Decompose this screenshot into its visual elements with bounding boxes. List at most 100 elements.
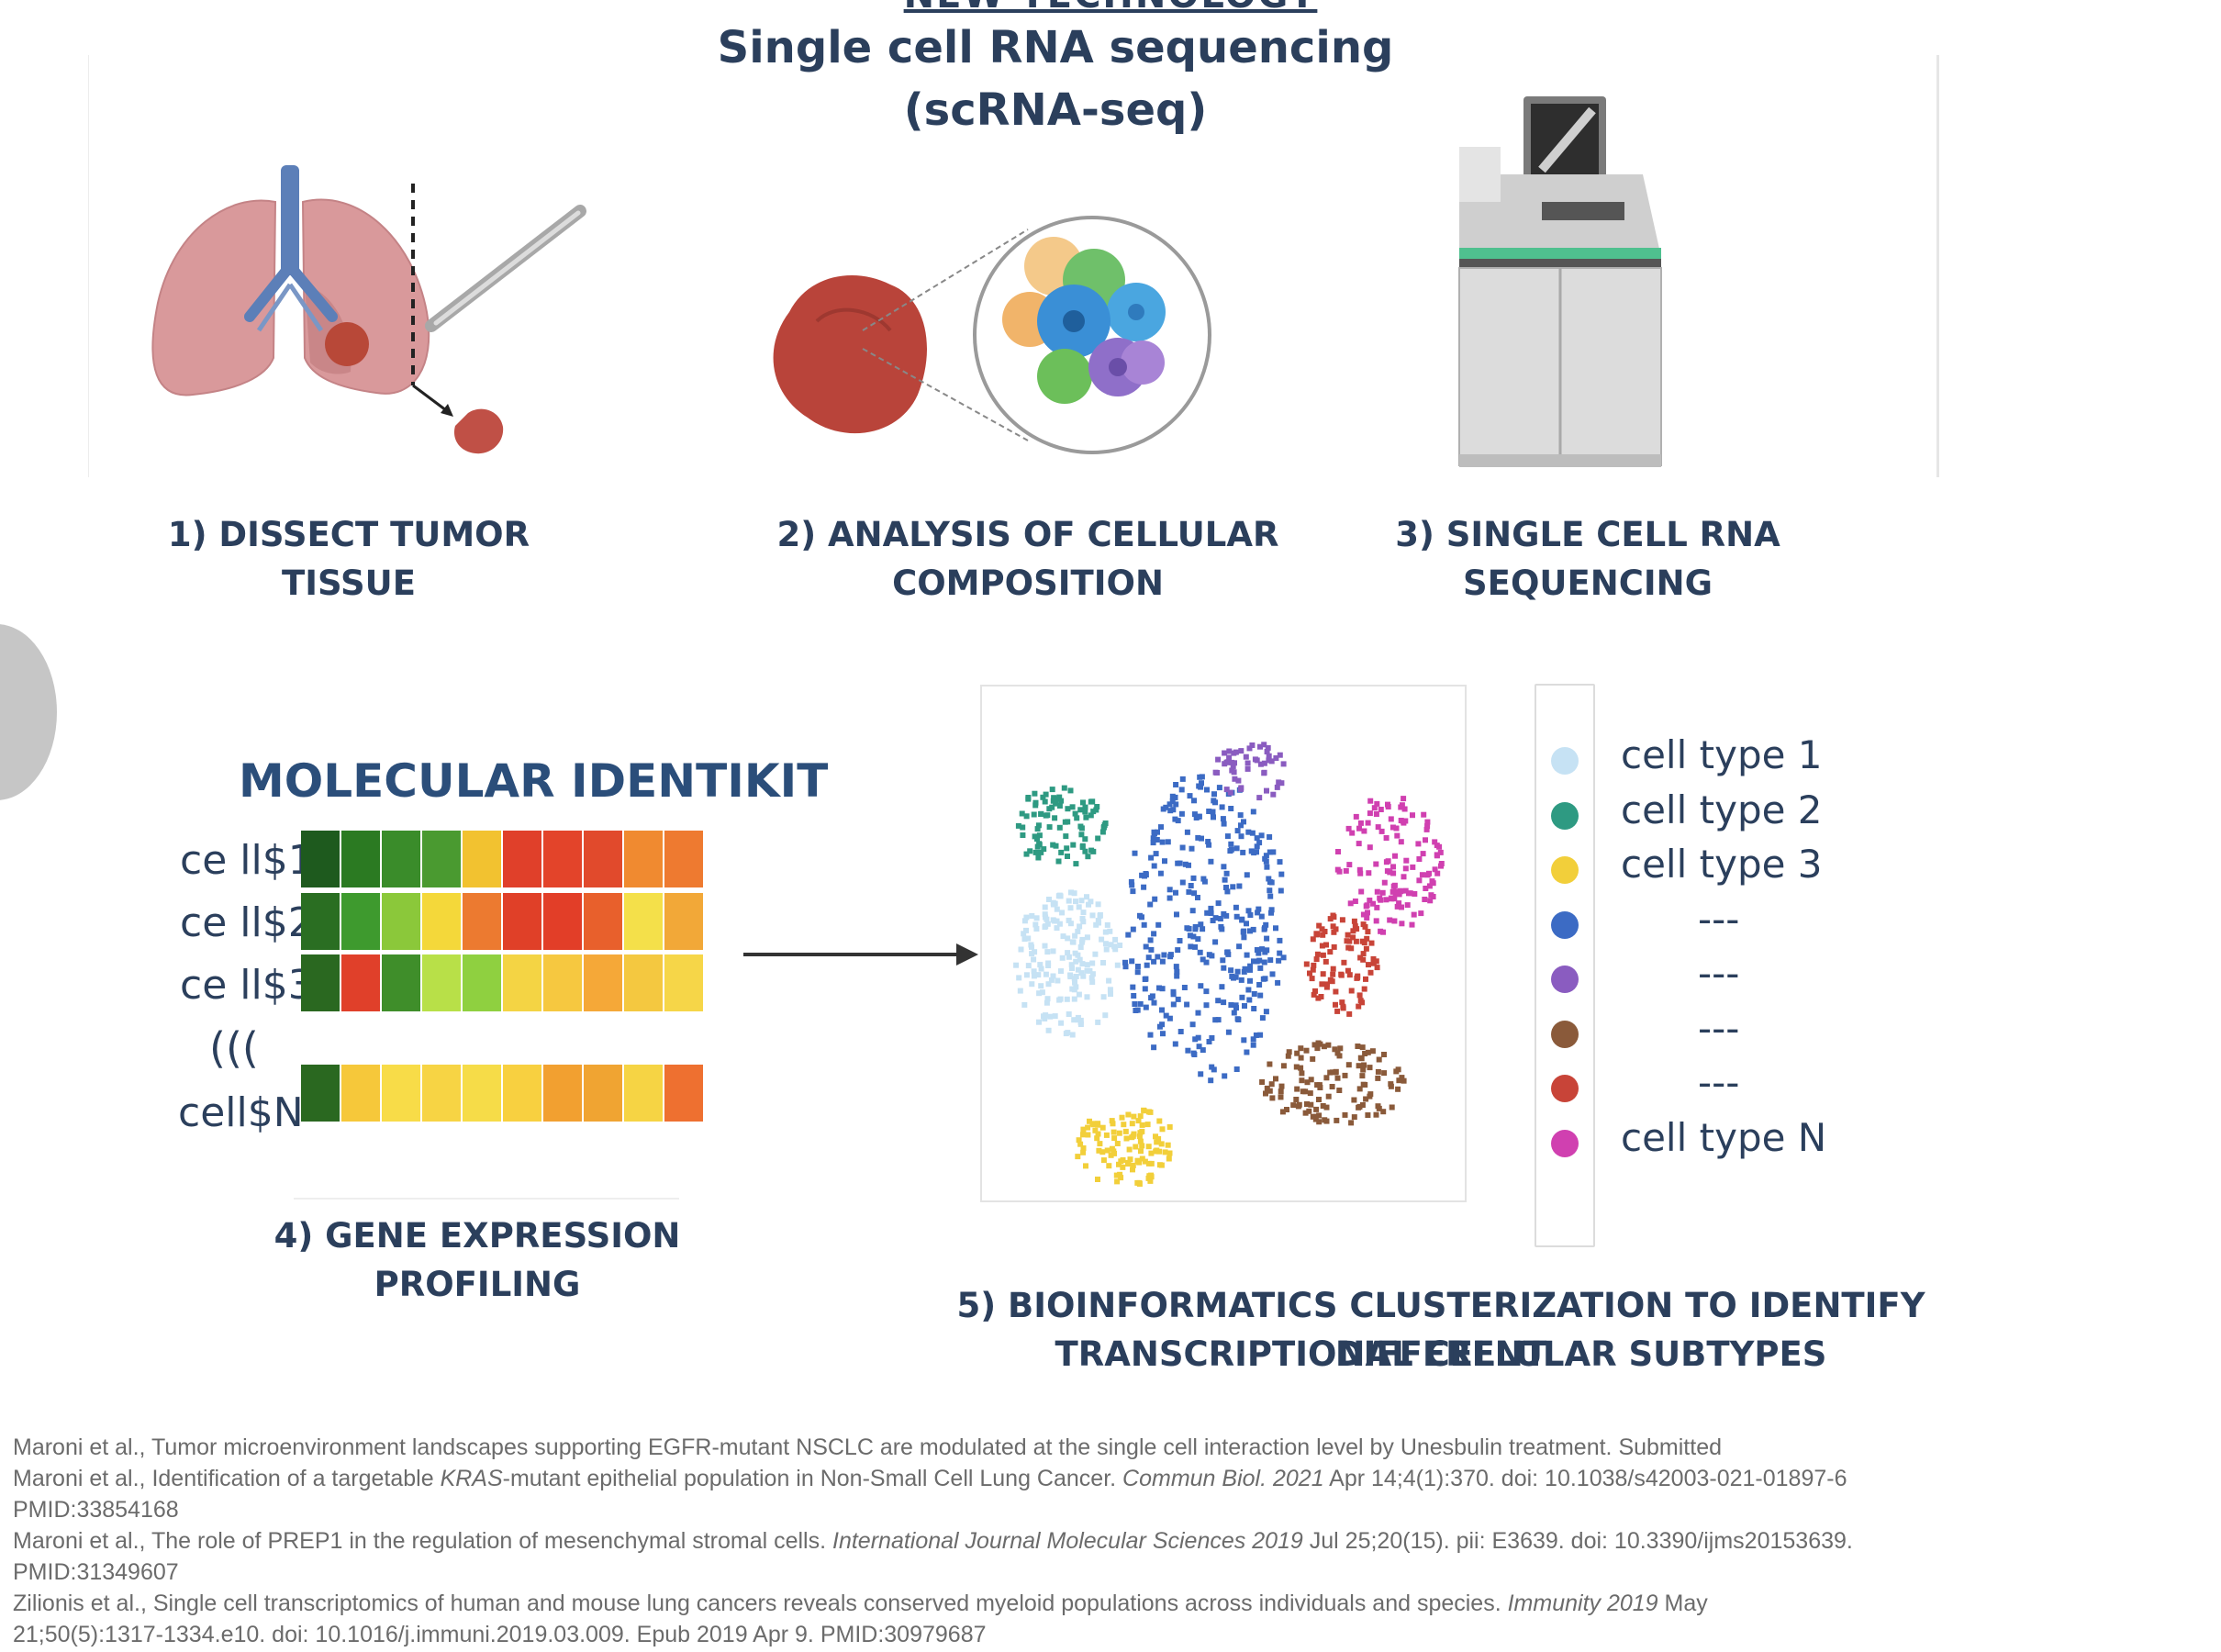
cluster-point [1359,999,1365,1006]
cluster-point [1438,861,1445,866]
cluster-point [1131,993,1137,999]
cluster-point [1066,954,1072,960]
cluster-point [1278,1088,1284,1095]
cluster-point [1097,912,1103,918]
cluster-point [1068,889,1074,896]
cluster-point [1320,971,1326,977]
cluster-point [1050,899,1056,906]
cluster-point [1401,1077,1407,1084]
cluster-point [1240,929,1246,935]
cluster-point [1148,1150,1155,1156]
cluster-point [1085,1124,1091,1131]
cluster-point [1191,890,1198,897]
cluster-point [1159,1007,1165,1013]
cluster-point [1223,787,1230,793]
cluster-point [1348,988,1355,994]
cluster-point [1033,915,1040,921]
heatmap-cell [341,893,380,950]
cluster-point [1402,818,1409,824]
step2-label-line1: 2) ANALYSIS OF CELLULAR [776,515,1279,554]
cluster-point [1300,1088,1306,1095]
cluster-point [1186,888,1192,895]
heatmap-cell [624,1065,663,1122]
cluster-point [1228,967,1234,974]
cluster-point [1208,1077,1214,1084]
cluster-point [1065,854,1070,859]
cluster-point [1145,1144,1152,1150]
cluster-point [1109,1118,1115,1124]
cluster-point [1025,935,1032,942]
cluster-point [1071,890,1077,897]
cluster-point [1231,750,1237,756]
cluster-point [1266,753,1272,759]
cluster-point [1172,1041,1178,1047]
cluster-point [1247,963,1254,969]
cluster-point [1325,1093,1332,1099]
cluster-point [1250,809,1256,815]
cluster-point [1267,879,1273,885]
cluster-point [1166,1015,1173,1021]
cluster-point [1169,798,1176,804]
cluster-point [1154,837,1160,843]
cluster-point [1254,947,1260,953]
cluster-point [1040,794,1046,800]
cluster-point [1184,925,1190,932]
cluster-point [1396,1077,1402,1084]
cluster-point [1087,1118,1092,1124]
cluster-point [1172,816,1178,822]
cluster-point [1044,949,1051,955]
cluster-point [1170,807,1177,813]
cluster-point [1331,929,1337,935]
cluster-point [1090,809,1097,815]
cluster-point [1257,761,1264,767]
cluster-point [1170,991,1177,998]
cluster-point [1092,1127,1099,1133]
heatmap-cell [543,954,582,1011]
cluster-point [1303,1047,1310,1054]
cluster-point [1263,1090,1268,1097]
cluster-point [1029,913,1035,919]
cluster-point [1356,841,1362,847]
cluster-point [1174,968,1180,975]
cluster-point [1078,939,1085,945]
heatmap-cell [543,1065,582,1122]
cluster-point [1267,849,1273,855]
cluster-point [1356,866,1363,873]
heatmap-cell [624,893,663,950]
cluster-point [1319,926,1325,932]
cluster-point [1065,806,1071,812]
cluster-point [1139,914,1144,921]
cluster-point [1089,912,1096,919]
cluster-point [1147,901,1154,908]
cluster-point [1250,1036,1256,1043]
cluster-point [1162,1149,1168,1155]
cluster-point [1363,1096,1369,1102]
cluster-point [1230,884,1236,890]
cluster-point [1095,1122,1101,1128]
cluster-point [1329,1084,1335,1089]
cluster-point [1143,943,1149,950]
cluster-point [1038,966,1044,972]
cluster-point [1059,910,1066,916]
cluster-point [1276,779,1282,786]
cluster-point [1360,951,1367,957]
cluster-point [1367,1065,1373,1071]
cluster-point [1345,932,1351,938]
heatmap-cell [341,831,380,887]
cluster-point [1077,1017,1084,1023]
heatmap-cell [301,1065,340,1122]
cluster-point [1432,866,1438,873]
cluster-point [1215,1017,1222,1023]
cluster-point [1063,1031,1069,1037]
cluster-point [1420,851,1426,857]
cluster-point [1016,975,1022,981]
cluster-point [1177,1029,1184,1034]
cluster-point [1031,811,1037,818]
cluster-point [1334,1050,1341,1056]
cluster-point [1424,872,1431,878]
cluster-point [1220,816,1226,822]
heatmap-title: MOLECULAR IDENTIKIT [239,754,829,808]
cluster-point [1313,1106,1320,1112]
cluster-point [1330,923,1336,930]
cluster-point [1310,936,1316,943]
